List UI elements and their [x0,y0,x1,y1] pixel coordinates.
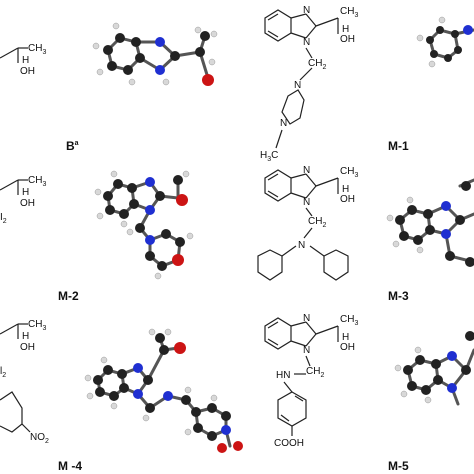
no2-label: NO2 [30,432,49,445]
partial-3d-top-right [416,16,474,68]
n-label: N [280,118,287,129]
oh-label: OH [340,194,355,205]
h-label: H [342,24,349,35]
h-label: H [342,332,349,343]
partial-3d-mid-right [386,178,474,267]
ch2-label: CH2 [306,366,324,379]
ch3-label: CH3 [340,314,358,327]
ch2-label: CH2 [308,216,326,229]
molecule-m5-2d: N N CH3 H OH CH2 HN COOH [264,313,358,449]
molecule-m4-3d [84,328,243,453]
oh-label: OH [20,342,35,353]
oh-label: OH [20,198,35,209]
caption-b: Ba [66,139,79,153]
molecule-b-3d [92,22,218,86]
caption-m3: M-3 [388,289,409,303]
partial-structure-top-left: CH3 H OH [0,43,46,77]
n-label: N [303,5,310,16]
caption-m5: M-5 [388,459,409,473]
partial-structure-mid-left: CH3 H OH I2 [0,175,46,225]
i2-label: I2 [0,212,7,225]
molecule-m1-2d: N N CH3 H OH CH2 N N H3C [260,5,358,163]
caption-m1: M-1 [388,139,409,153]
partial-structure-bottom-left: CH3 H OH l2 NO2 [0,319,49,445]
ch3-label: CH3 [28,43,46,56]
l2-label: l2 [0,366,6,379]
ch2-label: CH2 [308,58,326,71]
ch3-label: CH3 [28,175,46,188]
ch3-label: CH3 [340,6,358,19]
caption-m2: M-2 [58,289,79,303]
n-label: N [303,345,310,356]
n-label: N [303,165,310,176]
h-label: H [22,55,29,66]
ch3-label: CH3 [28,319,46,332]
h3c-label: H3C [260,150,278,163]
n-label: N [303,37,310,48]
oh-label: OH [340,342,355,353]
h-label: H [22,187,29,198]
oh-label: OH [340,34,355,45]
caption-m4: M -4 [58,459,82,473]
n-label: N [294,80,301,91]
cooh-label: COOH [274,438,304,449]
n-label: N [303,197,310,208]
hn-label: HN [276,370,290,381]
ch3-label: CH3 [340,166,358,179]
molecule-m2-3d [94,170,194,280]
n-label: N [303,313,310,324]
partial-3d-bottom-right [394,331,474,406]
h-label: H [342,184,349,195]
molecule-m3-2d: N N CH3 H OH CH2 N [257,165,358,281]
h-label: H [22,331,29,342]
oh-label: OH [20,66,35,77]
n-label: N [298,240,305,251]
